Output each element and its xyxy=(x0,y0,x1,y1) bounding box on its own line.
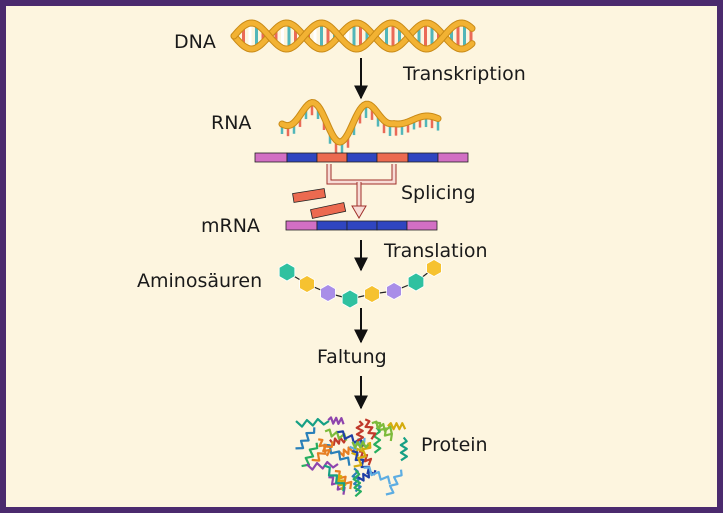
amino-acid-chain xyxy=(278,259,442,309)
dna-helix-icon xyxy=(230,19,476,53)
gene-expression-diagram: DNA Transkription RNA Splicing mRNA Tran… xyxy=(137,19,526,498)
excised-introns xyxy=(292,188,347,219)
label-protein: Protein xyxy=(421,434,488,456)
label-splicing: Splicing xyxy=(401,182,476,204)
label-transcription: Transkription xyxy=(402,63,526,85)
label-amino-acids: Aminosäuren xyxy=(137,270,262,292)
diagram-frame: DNA Transkription RNA Splicing mRNA Tran… xyxy=(6,6,717,507)
splicing-arrow xyxy=(326,164,397,219)
label-dna: DNA xyxy=(174,31,216,53)
mrna-strand xyxy=(285,220,438,231)
label-translation: Translation xyxy=(383,240,488,262)
rna-strand-icon xyxy=(278,99,442,156)
pre-mrna-strand xyxy=(254,152,469,163)
label-mrna: mRNA xyxy=(201,215,260,237)
label-rna: RNA xyxy=(211,112,251,134)
label-folding: Faltung xyxy=(317,346,387,368)
protein-structure-icon xyxy=(295,416,408,498)
